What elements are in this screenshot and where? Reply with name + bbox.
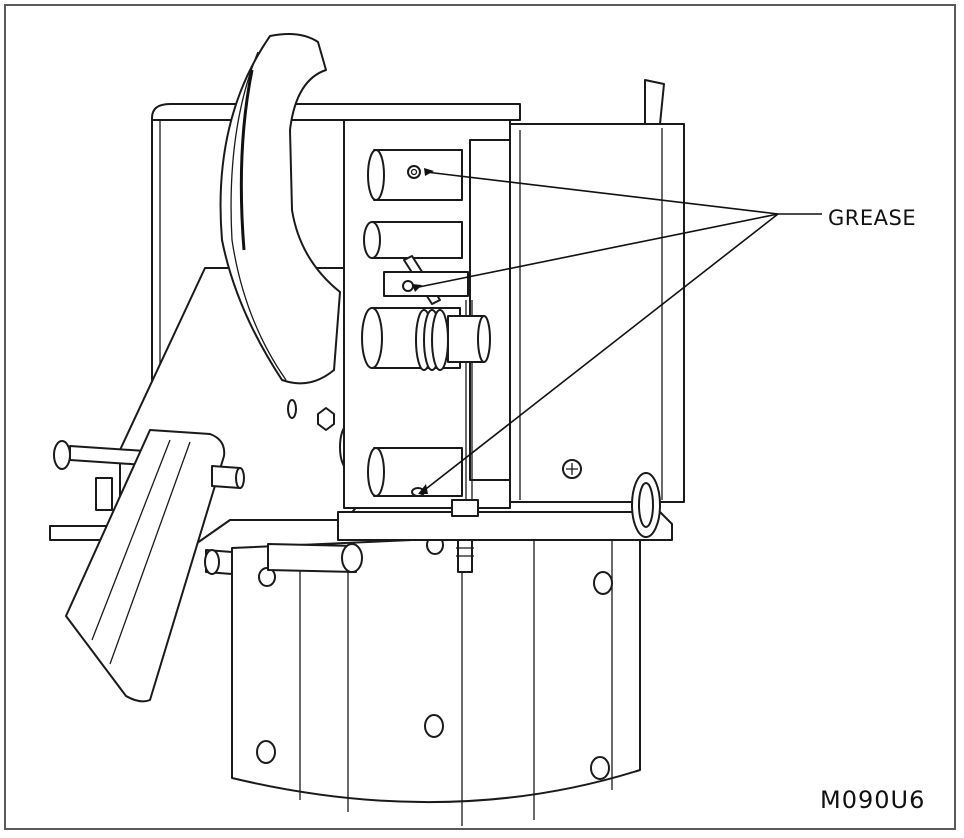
lower-base-plate xyxy=(231,529,641,826)
grease-callout-label: GREASE xyxy=(828,206,917,230)
bottom-mounting-plate xyxy=(337,499,673,573)
grease-leader-lines xyxy=(412,168,822,494)
drawing-number: M090U6 xyxy=(820,786,926,814)
grease-fitting-middle xyxy=(402,280,414,292)
foot-pad xyxy=(65,429,226,703)
cam-lever xyxy=(219,33,341,385)
pad-pins xyxy=(204,465,363,575)
lifting-eye xyxy=(631,472,661,538)
right-cover xyxy=(507,79,685,503)
grease-fitting-upper xyxy=(407,165,421,179)
